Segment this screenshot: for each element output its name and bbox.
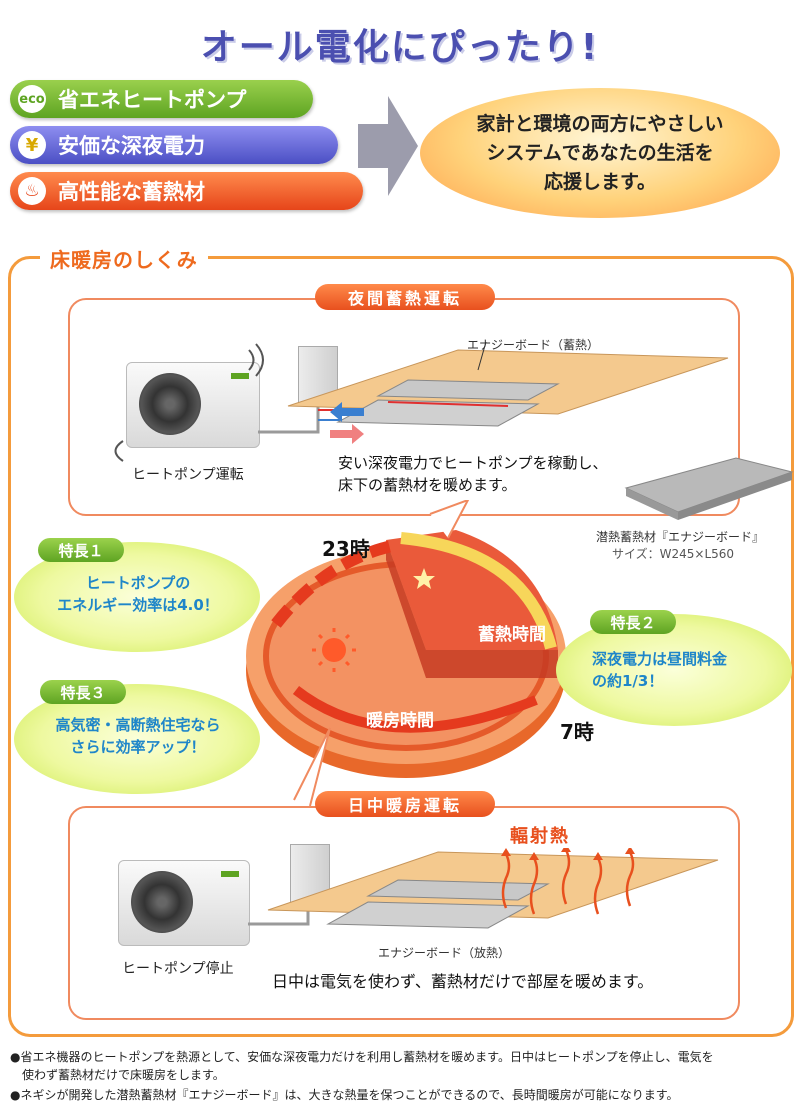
flow-arrows-icon [330,402,364,444]
yen-icon: ¥ [18,131,46,159]
heat-pump-status-label: ヒートポンプ停止 [122,961,234,977]
feature-line: の約1/3！ [592,672,664,690]
brand-mark [221,871,239,877]
heat-pump-status-label: ヒートポンプ運転 [132,467,244,483]
heat-pump-unit [118,860,250,946]
heat-rising-arrows-icon [501,848,635,915]
feature-line: ヒートポンプの [85,574,191,592]
feature-3-text: 高気密・高断熱住宅なら さらに効率アップ！ [40,714,236,758]
feature-line: 高気密・高断熱住宅なら [55,716,221,734]
sound-waves-icon [248,343,264,377]
pill-label: 安価な深夜電力 [58,134,205,158]
section-title: 床暖房のしくみ [40,244,208,273]
feature-pill-cheap-power: ¥ 安価な深夜電力 [10,126,338,164]
footnote: 使わず蓄熱材だけで床暖房をします。 [10,1068,225,1082]
feature-pill-material: ♨ 高性能な蓄熱材 [10,172,363,210]
bubble-line: 家計と環境の両方にやさしい [476,112,724,135]
pill-label: 高性能な蓄熱材 [58,180,205,204]
time-7-label: 7時 [560,720,594,744]
feature-line: エネルギー効率は4.0！ [57,596,219,614]
description-line: 安い深夜電力でヒートポンプを稼動し、 [338,454,608,472]
night-description: 安い深夜電力でヒートポンプを稼動し、 床下の蓄熱材を暖めます。 [338,452,608,496]
day-description: 日中は電気を使わず、蓄熱材だけで部屋を暖めます。 [272,972,654,991]
bubble-line: 応援します。 [543,170,657,193]
pill-label: 省エネヒートポンプ [58,88,247,112]
feature-1-tag: 特長１ [38,538,124,562]
eco-icon: eco [18,85,46,113]
night-floor-diagram [258,341,729,434]
storage-time-label: 蓄熱時間 [478,625,546,645]
cycle-pie-diagram [246,530,566,778]
night-mode-tag: 夜間蓄熱運転 [315,284,495,310]
page-title: オール電化にぴったり! [200,27,600,68]
heat-icon: ♨ [18,177,46,205]
heat-pump-unit [126,362,260,448]
material-size: サイズ：W245×L560 [612,547,735,561]
feature-2-blob [556,614,792,726]
material-name: 潜熱蓄熱材『エナジーボード』 [596,530,765,544]
heating-time-label: 暖房時間 [366,711,434,731]
material-board-image [624,457,794,520]
feature-1-text: ヒートポンプの エネルギー効率は4.0！ [50,572,226,616]
feature-line: 深夜電力は昼間料金 [592,650,728,668]
section-frame [8,256,794,1037]
radiant-heat-label: 輻射熱 [510,826,570,847]
message-bubble: 家計と環境の両方にやさしい システムであなたの生活を 応援します。 [420,88,780,218]
bubble-line: システムであなたの生活を [486,141,714,164]
energy-board-label: エナジーボード（蓄熱） [467,338,600,352]
arrow-right-icon [358,96,418,196]
day-floor-diagram [248,851,719,929]
energy-board-label: エナジーボード（放熱） [378,946,511,960]
footnote: ●省エネ機器のヒートポンプを熱源として、安価な深夜電力だけを利用し蓄熱材を暖めま… [10,1050,714,1064]
fan-icon [131,871,193,933]
feature-3-tag: 特長３ [40,680,126,704]
time-23-label: 23時 [322,537,370,561]
feature-2-text: 深夜電力は昼間料金 の約1/3！ [592,648,768,692]
sound-waves-icon [114,440,124,462]
feature-line: さらに効率アップ！ [70,738,206,756]
description-line: 床下の蓄熱材を暖めます。 [338,476,517,494]
feature-2-tag: 特長２ [590,610,676,634]
day-mode-tag: 日中暖房運転 [315,791,495,817]
pointer-lines [293,500,470,807]
footnote: ●ネギシが開発した潜熱蓄熱材『エナジーボード』は、大きな熱量を保つことができるの… [10,1088,679,1102]
fan-icon [139,373,201,435]
feature-pill-eco: eco 省エネヒートポンプ [10,80,313,118]
brand-mark [231,373,249,379]
